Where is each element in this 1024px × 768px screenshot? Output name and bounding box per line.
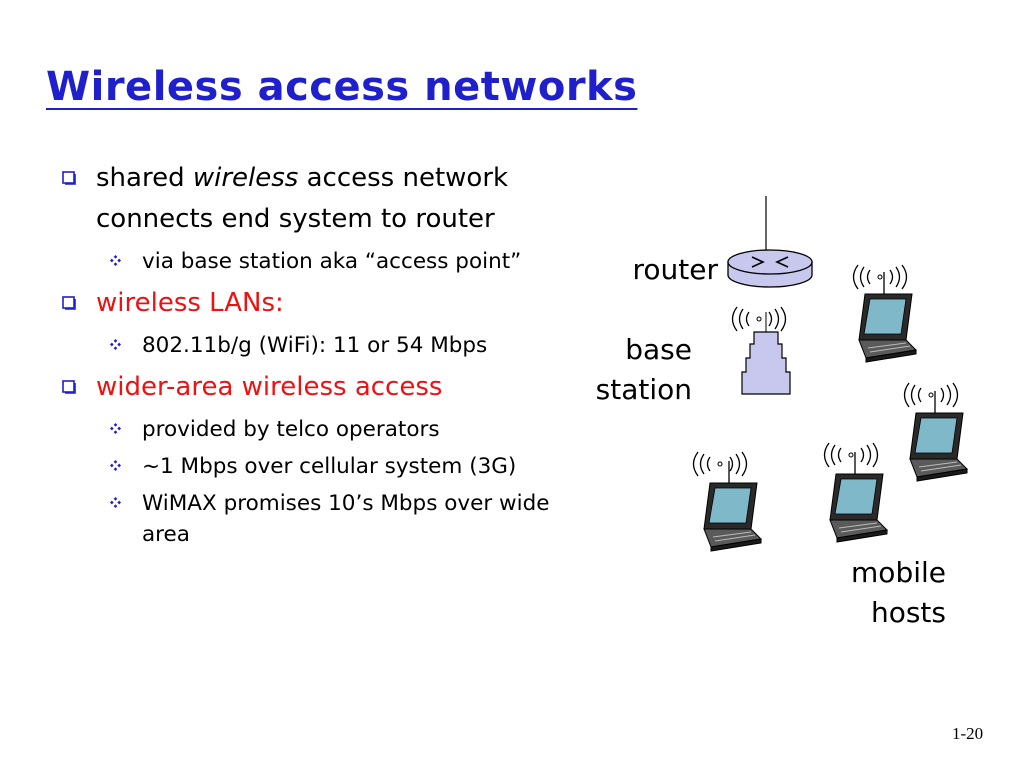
diamond-bullet-icon — [110, 497, 121, 508]
bullet-text-pre: shared — [96, 163, 193, 193]
mobile-hosts-label-text: mobile hosts — [851, 556, 946, 629]
bullet-text: wireless LANs: — [96, 288, 284, 318]
mobile-hosts-label: mobile hosts — [830, 553, 946, 633]
diamond-bullet-icon — [110, 255, 121, 266]
slide-title: Wireless access networks — [46, 64, 638, 110]
router-icon — [727, 249, 813, 288]
bullet-shared-wireless: shared wireless access network connects … — [62, 158, 582, 240]
base-station-label-text: base station — [595, 333, 692, 406]
hollow-square-bullet-icon — [62, 171, 76, 185]
sub-bullet-text: WiMAX promises 10’s Mbps over wide area — [142, 491, 550, 547]
wireless-laptop-icon — [852, 264, 917, 363]
bullet-text: wider-area wireless access — [96, 372, 443, 402]
base-station-label: base station — [560, 330, 692, 410]
sub-bullet-wimax: WiMAX promises 10’s Mbps over wide area — [62, 488, 582, 550]
bullet-wireless-lans: wireless LANs: — [62, 283, 582, 324]
antenna-tower-icon — [731, 306, 791, 395]
sub-bullet-text: ~1 Mbps over cellular system (3G) — [142, 454, 517, 479]
sub-bullet-text: 802.11b/g (WiFi): 11 or 54 Mbps — [142, 333, 488, 358]
wireless-laptop-icon — [692, 451, 762, 552]
bullet-text-post: access network connects end system to ro… — [96, 163, 509, 234]
sub-bullet-telco: provided by telco operators — [62, 414, 582, 445]
page-number: 1-20 — [952, 724, 984, 743]
bullet-text-emphasis: wireless — [192, 163, 299, 193]
hollow-square-bullet-icon — [62, 380, 76, 394]
bullet-wider-area: wider-area wireless access — [62, 367, 582, 408]
sub-bullet-text: via base station aka “access point” — [142, 249, 522, 274]
sub-bullet-text: provided by telco operators — [142, 417, 440, 442]
diamond-bullet-icon — [110, 423, 121, 434]
bullet-list: shared wireless access network connects … — [62, 158, 582, 556]
diamond-bullet-icon — [110, 339, 121, 350]
sub-bullet-base-station: via base station aka “access point” — [62, 246, 582, 277]
hollow-square-bullet-icon — [62, 296, 76, 310]
diamond-bullet-icon — [110, 460, 121, 471]
router-label: router — [632, 253, 719, 286]
wireless-laptop-icon — [903, 382, 968, 482]
wireless-laptop-icon — [823, 442, 888, 543]
sub-bullet-wifi: 802.11b/g (WiFi): 11 or 54 Mbps — [62, 330, 582, 361]
sub-bullet-cellular: ~1 Mbps over cellular system (3G) — [62, 451, 582, 482]
